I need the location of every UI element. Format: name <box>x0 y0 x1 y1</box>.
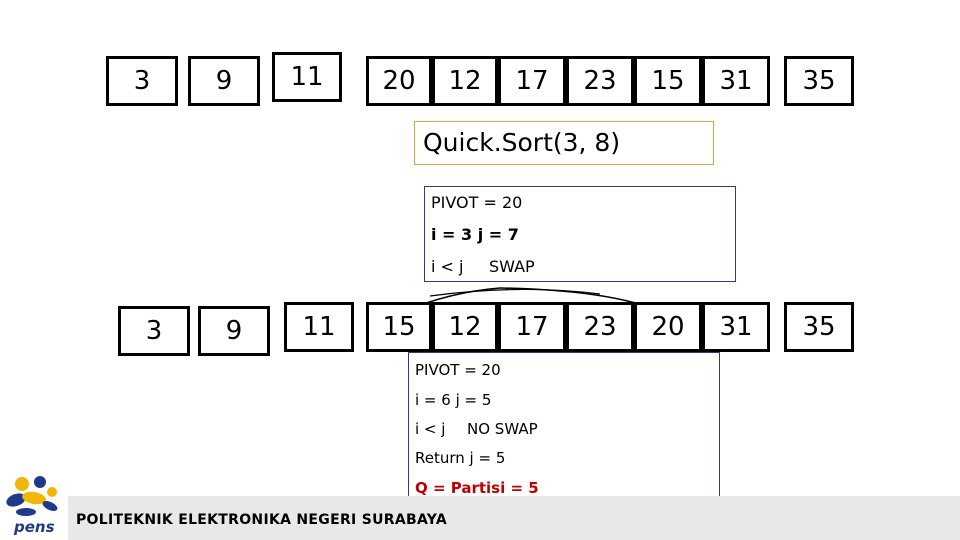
quicksort-call-box: Quick.Sort(3, 8) <box>414 121 714 165</box>
partition-step-2: PIVOT = 20 i = 6 j = 5 i < j NO SWAP Ret… <box>408 352 720 500</box>
footer-band <box>68 496 960 540</box>
compare-label: i < j <box>431 257 464 276</box>
array-cell: 23 <box>566 302 634 352</box>
array-cell: 20 <box>366 56 432 106</box>
array-cell: 31 <box>702 56 770 106</box>
array-cell: 3 <box>106 56 178 106</box>
swap-arc-top <box>429 288 601 297</box>
array-cell: 9 <box>198 306 270 356</box>
quicksort-call-label: Quick.Sort(3, 8) <box>423 128 621 157</box>
compare-label: i < j <box>415 420 446 438</box>
action-label: SWAP <box>489 257 535 276</box>
array-cell: 23 <box>566 56 634 106</box>
array-cell: 17 <box>498 302 566 352</box>
array-cell: 15 <box>366 302 432 352</box>
pens-logo: pens <box>2 472 66 540</box>
array-cell: 3 <box>118 306 190 356</box>
array-cell: 15 <box>634 56 702 106</box>
indices-label: i = 6 j = 5 <box>415 391 492 409</box>
logo-mark-icon <box>6 476 58 516</box>
partition-result: Q = Partisi = 5 <box>415 479 539 497</box>
array-cell: 12 <box>432 302 498 352</box>
array-cell: 12 <box>432 56 498 106</box>
action-label: NO SWAP <box>467 420 538 438</box>
pivot-label: PIVOT = 20 <box>431 193 523 212</box>
array-cell: 31 <box>702 302 770 352</box>
return-label: Return j = 5 <box>415 449 506 467</box>
array-cell: 11 <box>284 302 354 352</box>
array-cell: 20 <box>634 302 702 352</box>
array-cell: 11 <box>272 52 342 102</box>
partition-step-1: PIVOT = 20 i = 3 j = 7 i < j SWAP <box>424 186 736 282</box>
logo-wordmark: pens <box>14 518 55 536</box>
pivot-label: PIVOT = 20 <box>415 361 501 379</box>
array-cell: 35 <box>784 56 854 106</box>
array-cell: 35 <box>784 302 854 352</box>
indices-label: i = 3 j = 7 <box>431 225 519 244</box>
array-cell: 17 <box>498 56 566 106</box>
footer-institution-name: POLITEKNIK ELEKTRONIKA NEGERI SURABAYA <box>76 512 447 528</box>
array-cell: 9 <box>188 56 260 106</box>
